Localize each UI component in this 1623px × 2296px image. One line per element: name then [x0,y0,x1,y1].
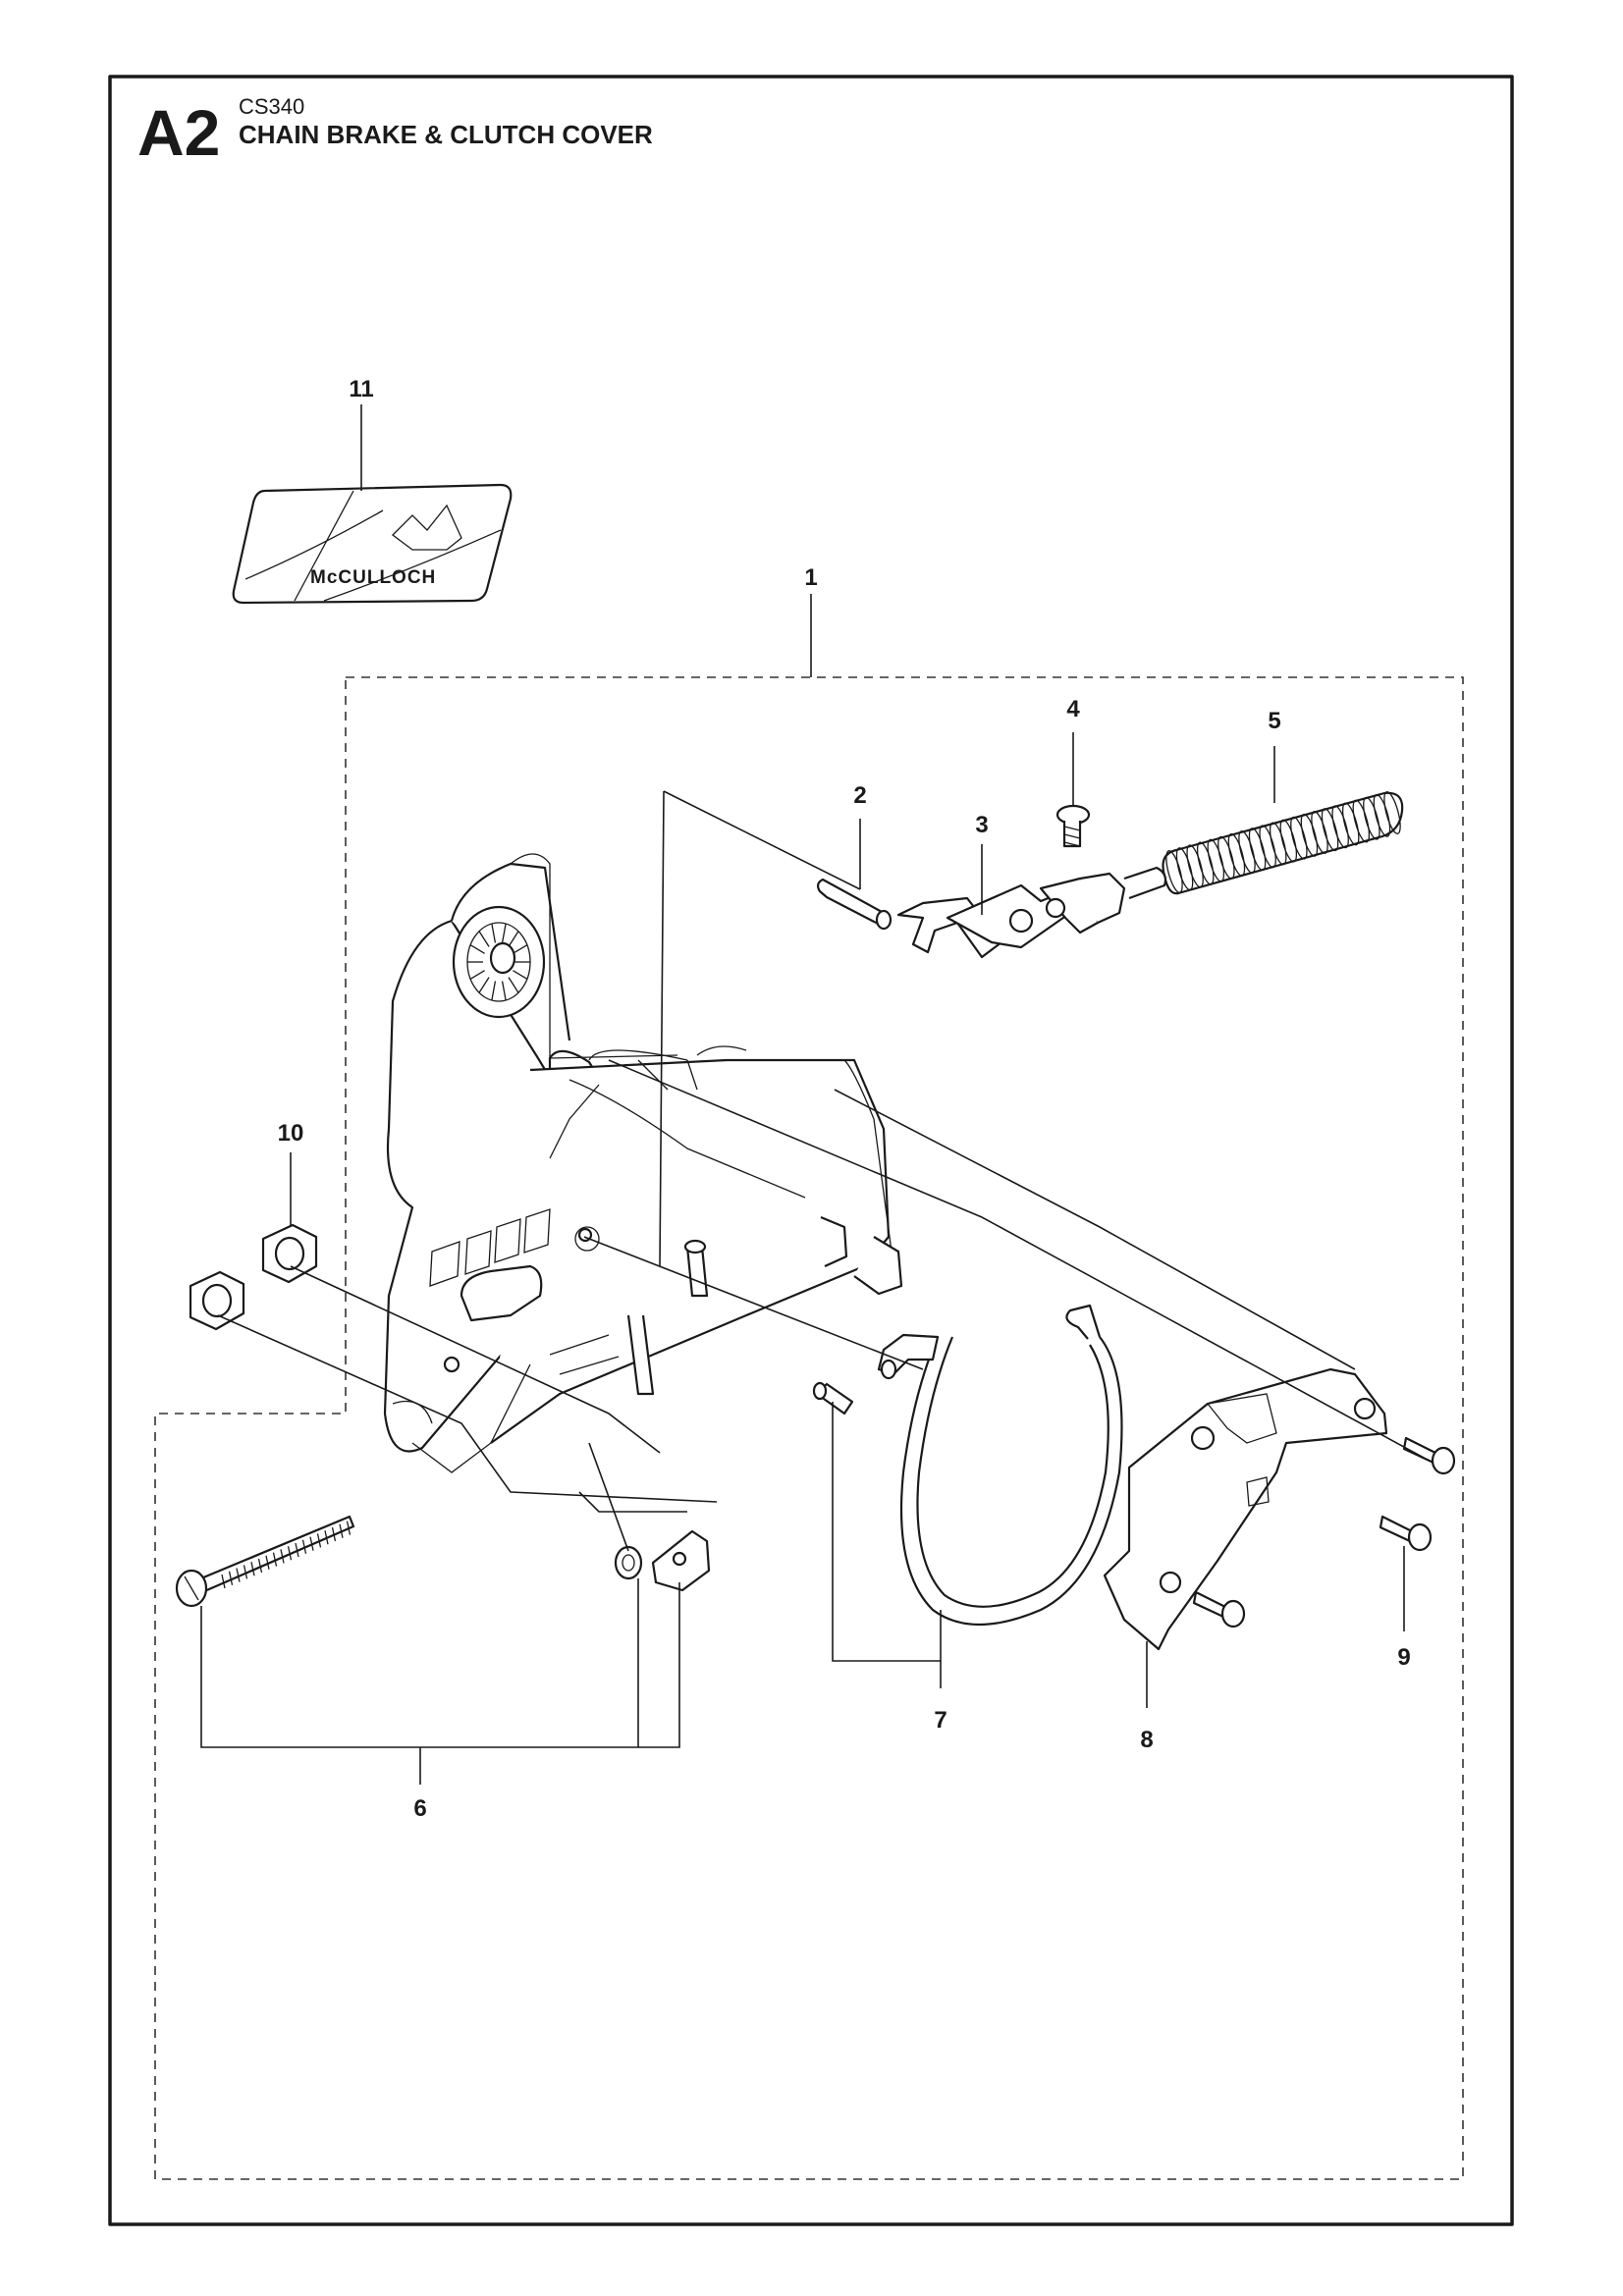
callout-3: 3 [975,812,988,838]
callout-6: 6 [413,1795,426,1822]
section-title: CHAIN BRAKE & CLUTCH COVER [239,120,653,149]
callout-11: 11 [349,376,373,402]
callout-7: 7 [934,1707,947,1734]
model-number: CS340 [239,94,304,119]
reference-lines [200,404,1425,1785]
bolt-set-part [175,1515,711,1608]
brake-bracket-part [1103,1367,1388,1651]
assembly-boundary [154,676,1464,2180]
section-code: A2 [137,96,220,169]
spring-part [1162,791,1404,895]
screw-part [1055,804,1091,848]
pin-part [816,878,893,931]
nut-part [189,1223,318,1331]
decal-brand-text: McCULLOCH [310,567,436,588]
callout-5: 5 [1268,708,1280,734]
page-frame [108,75,1514,2226]
callout-10: 10 [278,1120,304,1147]
clutch-cover-part [383,853,903,1473]
brake-band-part [812,1304,1123,1626]
callout-4: 4 [1066,696,1080,722]
callout-9: 9 [1397,1644,1410,1671]
callout-1: 1 [804,564,817,591]
decal-part: McCULLOCH [232,483,513,605]
bracket-screws-part [1192,1436,1456,1629]
callout-2: 2 [853,782,866,809]
callout-8: 8 [1140,1727,1153,1753]
brake-link-part [896,866,1167,959]
